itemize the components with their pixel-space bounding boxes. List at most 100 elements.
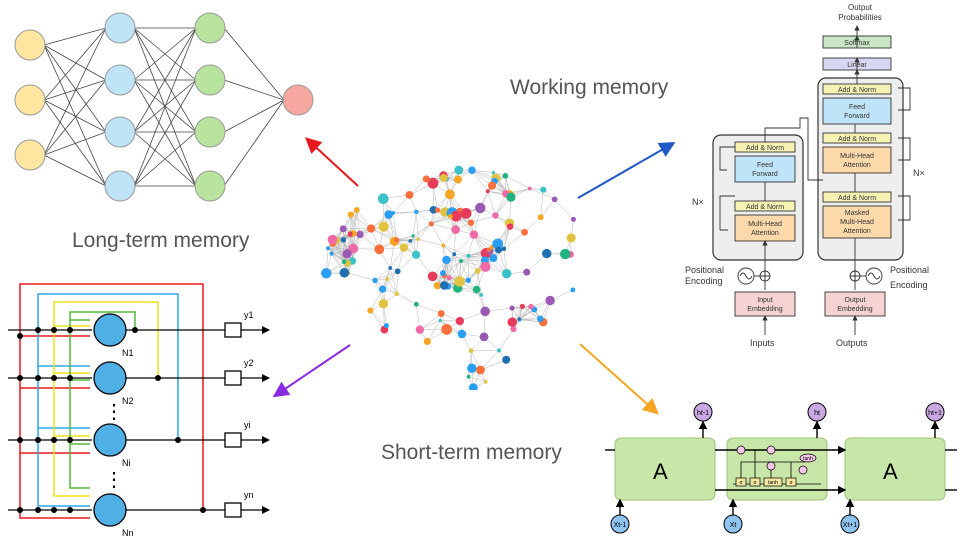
ff-edge	[133, 27, 197, 133]
lstm-cell-label-prev: A	[653, 459, 668, 484]
brain-node	[450, 210, 462, 222]
brain-edge	[418, 223, 432, 240]
brain-edge	[554, 199, 574, 220]
svg-text:ht+1: ht+1	[928, 410, 942, 417]
brain-edge	[518, 306, 532, 320]
brain-node	[347, 211, 355, 218]
brain-node	[467, 363, 477, 373]
decoder-mha	[822, 146, 892, 174]
brain-node	[428, 221, 434, 227]
brain-node	[452, 252, 457, 257]
brain-node	[479, 332, 489, 342]
svg-text:σ: σ	[789, 480, 793, 486]
brain-edge	[522, 306, 541, 319]
brain-edge	[388, 214, 397, 240]
brain-edge	[540, 189, 544, 218]
svg-text:Attention: Attention	[751, 230, 779, 237]
brain-node	[340, 237, 347, 243]
brain-node	[491, 171, 496, 175]
lstm-cell-next	[844, 437, 946, 501]
brain-edge	[386, 278, 397, 294]
brain-node	[383, 323, 389, 329]
brain-node	[551, 196, 558, 203]
brain-edge	[442, 260, 462, 274]
ff-edge	[133, 79, 197, 187]
svg-text:ht: ht	[814, 410, 820, 417]
brain-node	[367, 307, 374, 314]
brain-node	[399, 243, 409, 252]
decoder-masked-mha	[822, 205, 892, 239]
brain-node	[394, 268, 401, 275]
brain-edge	[454, 253, 469, 257]
svg-text:ht-1: ht-1	[697, 410, 709, 417]
brain-edge	[396, 293, 417, 305]
ff-edge	[43, 79, 107, 101]
brain-node	[356, 230, 364, 239]
brain-node	[489, 254, 498, 263]
caption-short-term-memory: Short-term memory	[381, 441, 562, 464]
brain-node	[474, 268, 481, 274]
brain-node	[377, 193, 389, 204]
brain-node	[372, 277, 378, 284]
pos-enc-right-label-2: Encoding	[890, 280, 928, 290]
brain-node	[378, 298, 389, 309]
brain-edge	[356, 209, 361, 235]
brain-edge	[419, 313, 442, 330]
ff-edge	[223, 99, 285, 133]
brain-node	[457, 329, 467, 339]
svg-text:Multi-Head: Multi-Head	[748, 221, 782, 228]
brain-node	[485, 189, 490, 194]
hidden-state-current	[807, 402, 827, 422]
brain-edge	[503, 226, 511, 249]
brain-node	[486, 247, 492, 253]
brain-node	[339, 267, 350, 278]
ff-node-l1-n1	[104, 64, 136, 96]
brain-node	[476, 365, 485, 375]
brain-node	[434, 207, 441, 213]
brain-node	[379, 285, 387, 293]
ff-edge	[133, 27, 197, 187]
svg-text:Xt+1: Xt+1	[843, 522, 858, 529]
brain-edge	[427, 320, 441, 342]
brain-node	[446, 275, 452, 281]
caption-working-memory: Working memory	[510, 76, 669, 99]
brain-edge	[480, 350, 500, 371]
brain-edge	[331, 253, 345, 263]
svg-text:σ: σ	[739, 480, 743, 486]
lstm-cell-label-next: A	[883, 459, 898, 484]
pos-enc-right-label-1: Positional	[890, 265, 929, 275]
brain-edge	[370, 289, 383, 311]
brain-node	[366, 224, 376, 233]
decoder-addnorm-1	[822, 191, 892, 203]
brain-edge	[370, 310, 387, 326]
ellipsis-bottom: ⋮	[104, 469, 124, 491]
ff-node-l1-n0	[104, 12, 136, 44]
brain-node	[509, 305, 515, 311]
brain-edge	[416, 304, 442, 314]
brain-node	[440, 270, 446, 276]
brain-node	[451, 225, 460, 234]
brain-node	[394, 237, 400, 243]
ff-node-l2-n0	[194, 12, 226, 44]
brain-edge	[448, 254, 455, 278]
softmax-label: Softmax	[844, 40, 870, 47]
brain-node	[521, 228, 528, 236]
brain-edge	[327, 248, 345, 262]
pos-enc-left-label-1: Positional	[685, 265, 724, 275]
brain-edge	[431, 216, 451, 225]
neuron-label-1: N1	[122, 348, 134, 358]
feedback-loop-blue	[37, 293, 179, 440]
inputs-label: Inputs	[750, 338, 775, 348]
brain-node	[384, 210, 393, 219]
svg-text:Input: Input	[757, 297, 773, 304]
brain-node	[439, 281, 449, 290]
ff-edge	[133, 27, 197, 81]
lstm-chain: σ σ tanh σ tanh A A ht-1 ht ht+1 Xt-1 Xt	[605, 402, 957, 534]
brain-node	[348, 243, 359, 254]
encoder-nx-label: N×	[692, 197, 704, 207]
brain-node	[566, 233, 576, 243]
brain-node	[466, 374, 471, 379]
brain-node	[347, 231, 353, 237]
brain-node	[468, 166, 476, 175]
